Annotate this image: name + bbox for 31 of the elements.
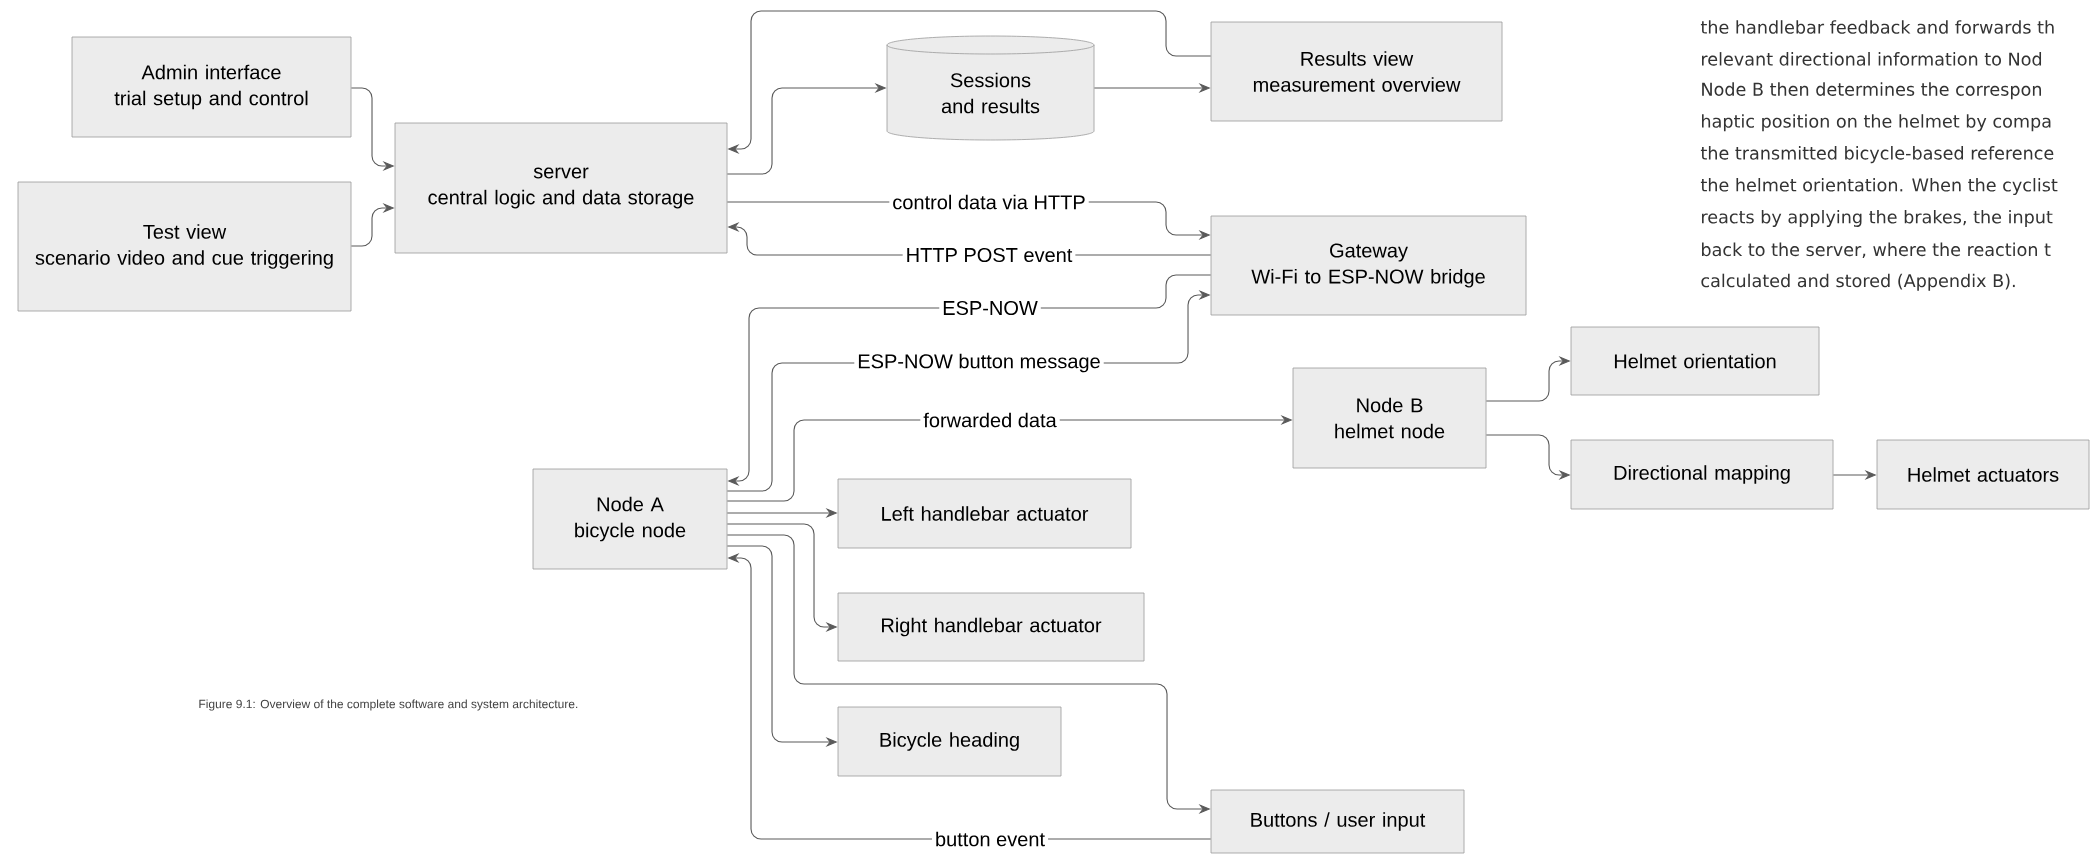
process-box: Results view measurement overview <box>1210 21 1503 122</box>
text-line: relevant directional information to Nod <box>1702 52 2042 66</box>
edge-label: ESP-NOW button message <box>854 350 1104 376</box>
database-cylinder: Sessions and results <box>886 35 1095 141</box>
edge-label: button event <box>931 828 1049 850</box>
process-box: Helmet actuators <box>1876 439 2090 510</box>
process-box: Node A bicycle node <box>532 468 728 570</box>
text-line: reacts by applying the brakes, the input <box>1702 209 2053 227</box>
process-box: Right handlebar actuator <box>837 592 1145 662</box>
process-box: Gateway Wi-Fi to ESP-NOW bridge <box>1210 215 1527 316</box>
edge-label: HTTP POST event <box>902 244 1076 266</box>
process-box: Buttons / user input <box>1210 789 1465 854</box>
process-box: Test view scenario video and cue triggering <box>17 181 352 312</box>
text-line: Node B then determines the correspon <box>1702 82 2041 100</box>
process-box: server central logic and data storage <box>394 122 728 254</box>
text-line: the helmet orientation. When the cyclist <box>1700 178 2058 196</box>
edge-label: ESP-NOW <box>939 297 1041 319</box>
text-line: back to the server, where the reaction t <box>1702 242 2051 258</box>
text-line: the handlebar feedback and forwards th <box>1700 20 2054 34</box>
caption: Figure 9.1: Overview of the complete software and system architecture. <box>199 699 578 711</box>
text-line: the transmitted bicycle-based reference <box>1700 146 2054 164</box>
process-box: Left handlebar actuator <box>837 478 1132 549</box>
text-line: calculated and stored (Appendix B). <box>1701 273 2015 291</box>
process-box: Bicycle heading <box>837 706 1062 777</box>
text-line: haptic position on the helmet by compa <box>1702 114 2051 132</box>
process-box: Directional mapping <box>1570 439 1834 510</box>
process-box: Admin interface trial setup and control <box>71 36 352 138</box>
edge-label: forwarded data <box>920 409 1060 431</box>
process-box: Helmet orientation <box>1570 326 1820 396</box>
edge-label: control data via HTTP <box>889 191 1089 213</box>
process-box: Node B helmet node <box>1292 367 1487 469</box>
